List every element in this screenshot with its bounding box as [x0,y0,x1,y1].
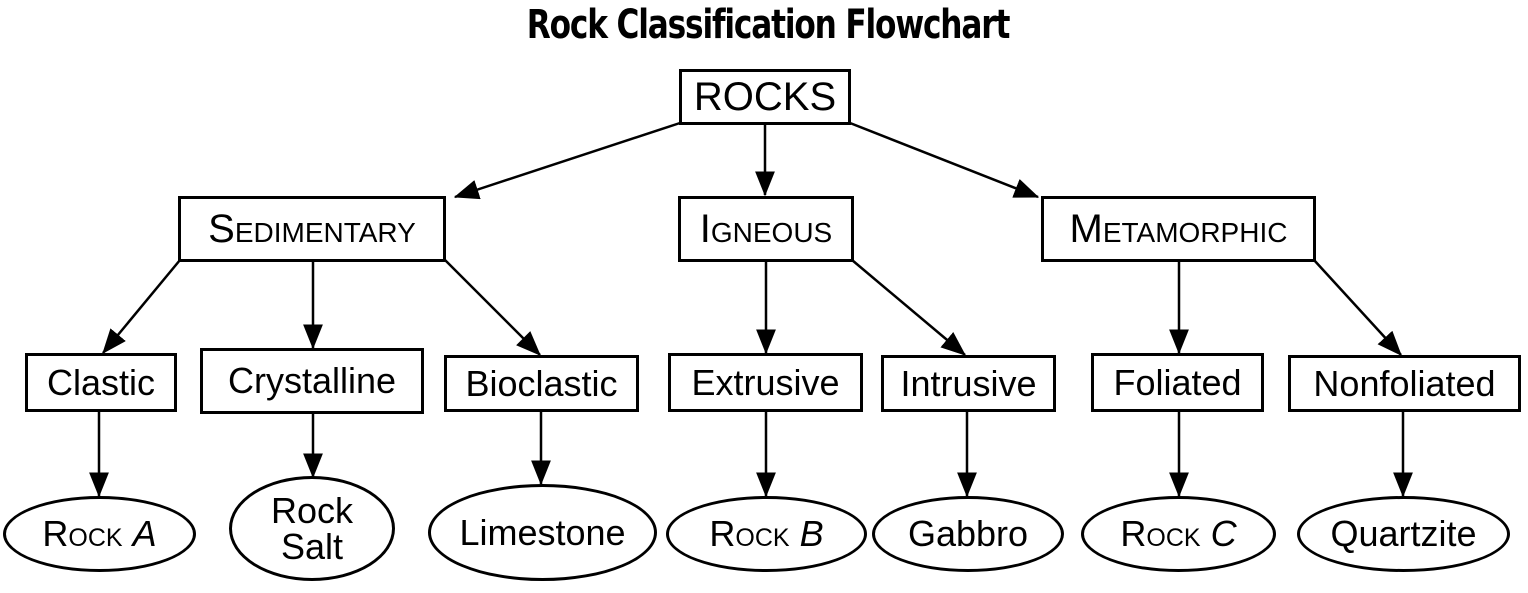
node-rock-a-letter: A [132,513,157,555]
node-rock-c-label: Rock C [1120,515,1236,553]
arrow-rocks-sedimentary [453,121,681,200]
node-bioclastic: Bioclastic [444,355,639,412]
node-clastic-label: Clastic [46,361,156,403]
node-igneous-label: Igneous [699,207,833,251]
arrow-igneous-intrusive [851,259,966,356]
node-rock-c: Rock C [1081,496,1276,572]
node-rock-c-letter: C [1210,513,1237,555]
page-title: Rock Classification Flowchart [526,2,1011,48]
node-rock-salt-line1: Rock [270,489,354,531]
node-rock-c-prefix: Rock [1120,513,1201,555]
node-bioclastic-label: Bioclastic [465,362,618,404]
arrow-metamorphic-nonfoliated [1313,259,1402,356]
node-metamorphic-label: Metamorphic [1069,207,1288,251]
node-intrusive-label: Intrusive [900,362,1037,404]
node-rock-salt-line2: Salt [280,525,344,567]
node-limestone-label: Limestone [459,511,626,553]
node-quartzite-label: Quartzite [1330,513,1477,555]
arrow-sedimentary-clastic [102,259,181,354]
node-sedimentary: Sedimentary [178,196,446,262]
node-extrusive: Extrusive [668,353,863,412]
node-rocks: ROCKS [679,69,851,125]
arrow-rocks-metamorphic [849,121,1040,199]
node-nonfoliated: Nonfoliated [1288,355,1521,412]
node-quartzite: Quartzite [1297,496,1510,572]
node-rock-b-letter: B [799,513,824,555]
node-rock-a-prefix: Rock [42,513,123,555]
node-crystalline-label: Crystalline [227,360,397,402]
node-gabbro: Gabbro [872,496,1064,572]
node-sedimentary-label: Sedimentary [208,207,416,251]
node-limestone: Limestone [428,484,657,581]
node-rock-a: Rock A [3,496,196,572]
node-rocks-label: ROCKS [693,75,837,119]
node-gabbro-label: Gabbro [907,513,1029,555]
arrow-sedimentary-bioclastic [444,259,541,356]
node-metamorphic: Metamorphic [1041,196,1316,262]
node-nonfoliated-label: Nonfoliated [1313,362,1496,404]
node-clastic: Clastic [25,353,177,412]
node-crystalline: Crystalline [200,348,424,414]
node-foliated: Foliated [1091,353,1264,412]
node-extrusive-label: Extrusive [691,361,840,403]
node-foliated-label: Foliated [1113,361,1242,403]
node-rock-a-label: Rock A [42,515,156,553]
node-rock-b-prefix: Rock [709,513,790,555]
node-intrusive: Intrusive [881,355,1056,412]
node-rock-salt: Rock Salt [229,476,395,581]
node-rock-b-label: Rock B [709,515,823,553]
node-rock-b: Rock B [666,496,867,572]
node-igneous: Igneous [678,196,854,262]
